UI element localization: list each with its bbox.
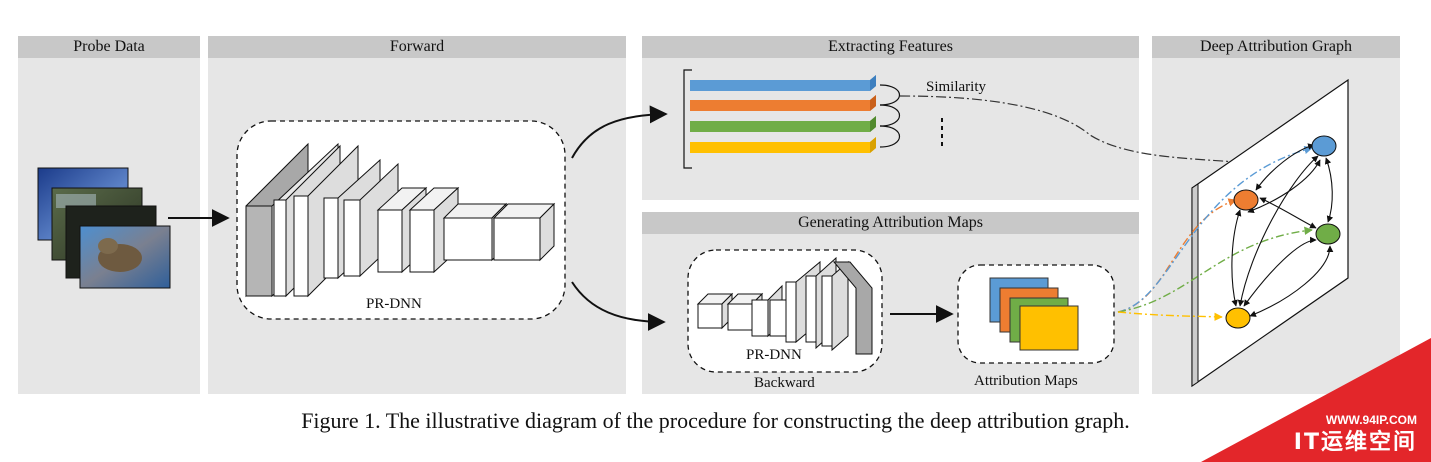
similarity-label: Similarity: [926, 79, 986, 95]
watermark-triangle: [1201, 338, 1431, 462]
feature-bracket: [683, 69, 692, 169]
probe-data-header: Probe Data: [18, 36, 200, 58]
graph-node-blue: [1311, 135, 1337, 157]
probe-image-stack: [37, 167, 171, 289]
graph-edges: [1231, 143, 1334, 317]
extracting-features-panel: [642, 36, 1139, 200]
attribution-map-stack: [989, 277, 1079, 351]
figure-caption: Figure 1. The illustrative diagram of th…: [301, 408, 1130, 433]
feature-bars: [690, 75, 876, 153]
backward-label: Backward: [754, 375, 815, 391]
forward-to-features-arrow: [571, 105, 668, 159]
watermark-url: WWW.94IP.COM: [1325, 413, 1417, 427]
forward-header: Forward: [208, 36, 626, 58]
ellipsis-dots: [941, 118, 943, 146]
similarity-brackets: [879, 84, 900, 148]
graph-node-yellow: [1225, 307, 1251, 329]
deep-attribution-graph-header: Deep Attribution Graph: [1152, 36, 1400, 58]
similarity-to-graph-link: [899, 95, 1261, 165]
forward-pr-dnn-label: PR-DNN: [366, 296, 422, 312]
backward-network-layers: [696, 256, 873, 355]
graph-nodes: [1225, 135, 1341, 329]
attribution-maps-header: Generating Attribution Maps: [642, 212, 1139, 234]
forward-to-attribution-arrow: [571, 281, 666, 331]
watermark-name: IT运维空间: [1293, 430, 1417, 455]
graph-node-green: [1315, 223, 1341, 245]
backward-pr-dnn-label: PR-DNN: [746, 347, 802, 363]
forward-network-layers: [245, 142, 556, 298]
extracting-features-header: Extracting Features: [642, 36, 1139, 58]
attribution-maps-label: Attribution Maps: [974, 373, 1078, 389]
graph-node-orange: [1233, 189, 1259, 211]
